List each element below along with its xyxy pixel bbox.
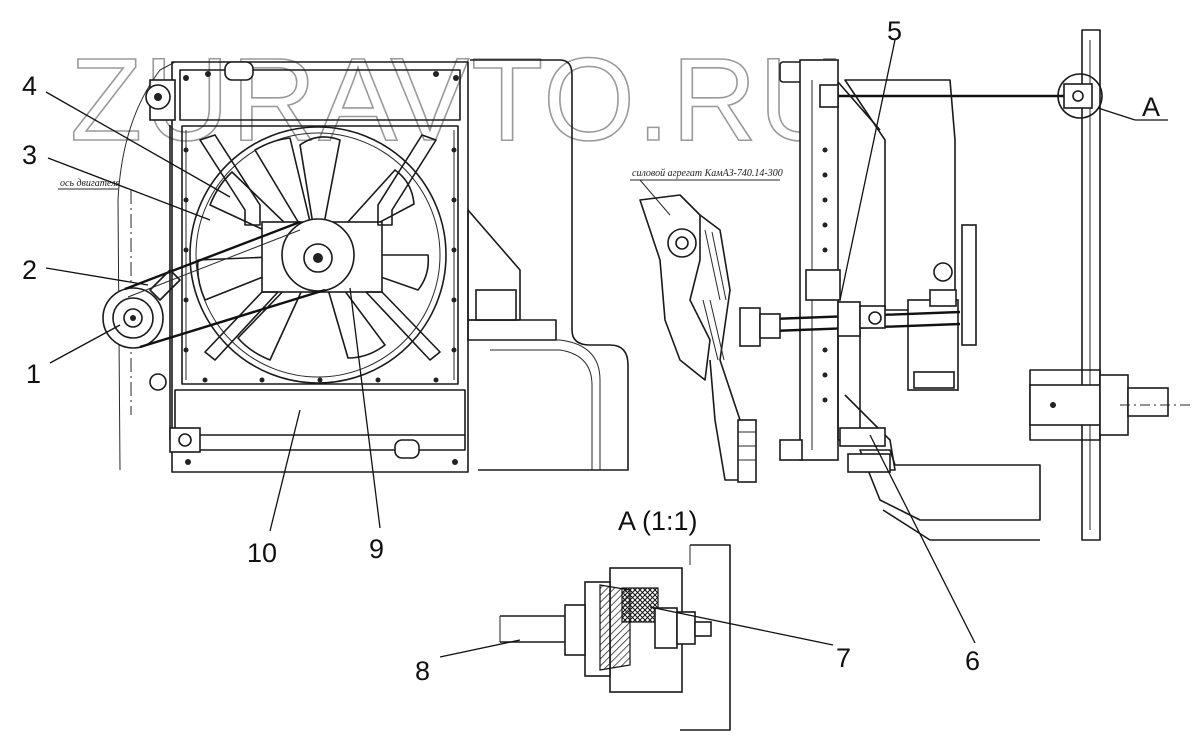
detail-view-a: A (1:1) [499,506,731,731]
view-marker-label: A [1142,92,1160,122]
callout-1: 1 [26,359,41,389]
callout-leaders [45,39,976,658]
callout-4: 4 [22,71,37,101]
callout-10: 10 [247,538,277,568]
power-unit: силовой агрегат КамАЗ-740.14-300 [630,168,783,483]
callout-9: 9 [369,534,384,564]
callout-5: 5 [887,16,902,46]
callout-8: 8 [415,656,430,686]
detail-view-title: A (1:1) [618,506,698,536]
watermark: ZURAVTO.RU [70,34,846,166]
callout-7: 7 [836,643,851,673]
power-unit-note: силовой агрегат КамАЗ-740.14-300 [632,168,783,179]
callout-2: 2 [22,255,37,285]
callout-3: 3 [22,140,37,170]
right-view: A [739,29,1190,541]
left-view: ось двигателя [58,59,629,473]
callout-6: 6 [965,646,980,676]
engine-axis-note: ось двигателя [60,178,121,189]
callout-numbers: 1 2 3 4 5 6 7 8 9 10 [22,16,980,686]
